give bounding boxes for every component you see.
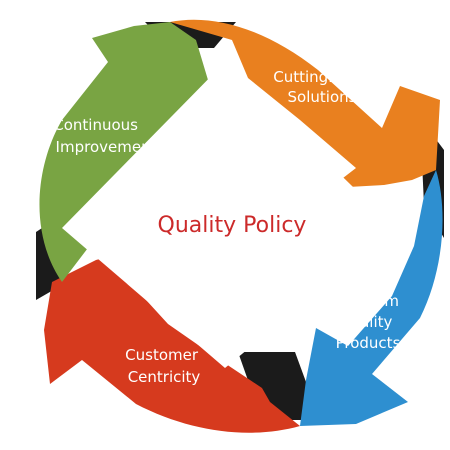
arrow-premium-quality-products bbox=[300, 170, 443, 426]
label-premium-quality-products: Premium Quality Products bbox=[332, 292, 404, 352]
label-line: Solutions bbox=[288, 88, 357, 106]
label-line: Premium bbox=[332, 292, 399, 310]
center-diamond bbox=[62, 62, 395, 368]
label-line: Quality bbox=[339, 313, 393, 331]
label-line: Centricity bbox=[128, 368, 201, 386]
label-line: Improvement bbox=[56, 138, 157, 156]
label-line: Customer bbox=[125, 346, 199, 364]
label-line: Products bbox=[336, 334, 401, 352]
label-continuous-improvement: Continuous Improvement bbox=[53, 116, 156, 156]
label-cuttingedge-solutions: CuttingEdge Solutions bbox=[273, 68, 370, 106]
label-customer-centricity: Customer Centricity bbox=[125, 346, 203, 386]
arrow-cuttingedge-solutions bbox=[170, 19, 440, 189]
arrow-customer-centricity bbox=[44, 246, 300, 433]
label-line: CuttingEdge bbox=[273, 68, 366, 86]
label-line: Continuous bbox=[53, 116, 138, 134]
center-title: Quality Policy bbox=[158, 213, 307, 238]
